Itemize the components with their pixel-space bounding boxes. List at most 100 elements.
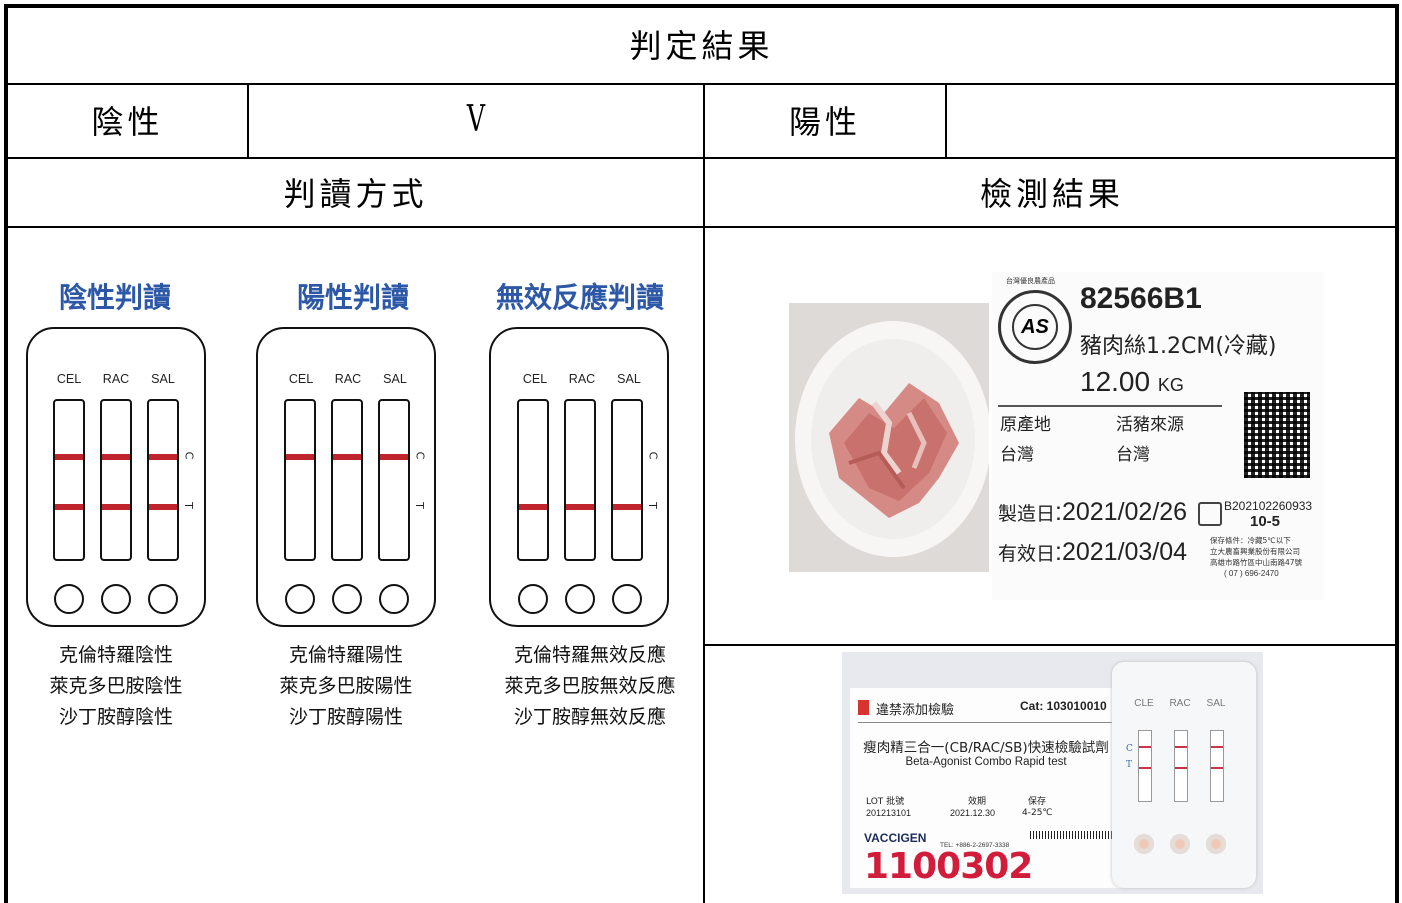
row-divider <box>4 83 1399 85</box>
sample-well <box>332 584 362 614</box>
guide-positive-cassette: CEL RAC SAL C T <box>256 327 436 627</box>
guide-positive-title: 陽性判讀 <box>296 281 409 314</box>
kit-tag-marker <box>858 700 869 715</box>
sample-well <box>1170 834 1190 854</box>
label-divider <box>998 405 1222 407</box>
product-code: 82566B1 <box>1080 282 1202 315</box>
storage-note: 保存條件：冷藏5℃以下 <box>1210 536 1291 545</box>
guide-invalid-cassette: CEL RAC SAL C T <box>489 327 669 627</box>
col-divider <box>247 83 249 159</box>
test-band <box>55 504 83 510</box>
test-band <box>1211 767 1223 769</box>
row-divider <box>4 157 1399 159</box>
kit-tel: TEL: +886-2-2697-3338 <box>940 842 1010 849</box>
test-band <box>566 504 594 510</box>
test-strip <box>517 399 549 561</box>
test-band <box>1139 767 1151 769</box>
kit-name-zh: 瘦肉精三合一(CB/RAC/SB)快速檢驗試劑 <box>863 740 1109 756</box>
test-strip <box>147 399 179 561</box>
company-phone: ( 07 ) 696-2470 <box>1224 569 1279 578</box>
c-mark: C <box>646 451 660 460</box>
positive-label: 陽性 <box>788 103 861 141</box>
control-band <box>286 454 314 460</box>
test-band <box>519 504 547 510</box>
c-mark: C <box>182 451 196 460</box>
negative-mark: V <box>466 99 486 140</box>
sample-well <box>379 584 409 614</box>
pig-source-label: 活豬來源 <box>1116 415 1184 435</box>
origin-label: 原產地 <box>1000 415 1051 435</box>
test-band <box>149 504 177 510</box>
origin-value: 台灣 <box>1000 445 1034 465</box>
qr-code-icon <box>1244 392 1310 478</box>
table-title: 判定結果 <box>629 27 774 65</box>
sample-well <box>518 584 548 614</box>
sample-well <box>612 584 642 614</box>
negative-label: 陰性 <box>91 103 164 141</box>
control-band <box>149 454 177 460</box>
control-band <box>333 454 361 460</box>
sample-well <box>1206 834 1226 854</box>
strip-label: CEL <box>522 372 548 386</box>
product-label: AS 82566B1 豬肉絲1.2CM(冷藏) 12.00 KG 原產地 台灣 … <box>992 272 1324 600</box>
guide-negative-title: 陰性判讀 <box>58 281 171 314</box>
test-strip <box>331 399 363 561</box>
test-strip <box>564 399 596 561</box>
test-strip <box>378 399 410 561</box>
col-divider <box>945 83 947 159</box>
meat-plate-image <box>789 303 989 572</box>
strip-label: CEL <box>288 372 314 386</box>
test-band <box>1175 767 1187 769</box>
cert-seal-inner: AS <box>1012 304 1058 350</box>
pig-source-value: 台灣 <box>1116 445 1150 465</box>
kit-divider <box>858 722 1114 723</box>
t-mark: T <box>181 502 195 509</box>
test-strip <box>284 399 316 561</box>
method-header: 判讀方式 <box>283 175 428 213</box>
kit-package: 違禁添加檢驗 Cat: 103010010 瘦肉精三合一(CB/RAC/SB)快… <box>850 688 1122 888</box>
t-mark: T <box>1126 760 1133 770</box>
control-band <box>380 454 408 460</box>
test-strip <box>100 399 132 561</box>
kit-tag: 違禁添加檢驗 <box>876 703 955 718</box>
strip-label: SAL <box>383 372 407 386</box>
strip-label: CEL <box>56 372 82 386</box>
row-divider <box>4 226 1399 228</box>
kit-strip <box>1138 730 1152 802</box>
sample-well <box>101 584 131 614</box>
results-header: 檢測結果 <box>979 175 1124 213</box>
kit-storage-label: 保存 <box>1028 797 1047 807</box>
test-kit-photo: 違禁添加檢驗 Cat: 103010010 瘦肉精三合一(CB/RAC/SB)快… <box>842 652 1263 894</box>
product-name: 豬肉絲1.2CM(冷藏) <box>1080 334 1277 359</box>
strip-label: SAL <box>151 372 175 386</box>
control-band <box>1211 746 1223 748</box>
c-mark: C <box>413 451 427 460</box>
test-strip <box>53 399 85 561</box>
kit-name-en: Beta-Agonist Combo Rapid test <box>905 756 1067 768</box>
kit-lot-value: 201213101 <box>866 808 912 818</box>
kit-strip <box>1174 730 1188 802</box>
kit-brand: VACCIGEN <box>864 831 927 845</box>
guide-invalid-title: 無效反應判讀 <box>495 281 664 314</box>
box-icon <box>1198 502 1222 526</box>
sample-well <box>148 584 178 614</box>
sample-well <box>565 584 595 614</box>
strip-label: RAC <box>1169 698 1191 709</box>
strip-label: SAL <box>617 372 641 386</box>
control-band <box>1175 746 1187 748</box>
test-band <box>102 504 130 510</box>
photo-divider <box>704 644 1399 646</box>
test-strip <box>611 399 643 561</box>
cert-text: 台灣優良農產品 <box>1006 277 1055 285</box>
control-band <box>55 454 83 460</box>
sample-well <box>54 584 84 614</box>
exp-date-line: 有效日:2021/03/04 <box>998 538 1188 566</box>
guide-positive-captions: 克倫特羅陽性 萊克多巴胺陽性 沙丁胺醇陽性 <box>279 644 413 728</box>
strip-label: CLE <box>1134 698 1154 709</box>
guide-negative-cassette: CEL RAC SAL C T <box>26 327 206 627</box>
c-mark: C <box>1126 744 1133 754</box>
cert-seal: AS <box>998 290 1072 364</box>
batch-number: B202102260933 <box>1224 499 1313 513</box>
company-address: 高雄市路竹區中山南路47號 <box>1210 558 1303 567</box>
strip-label: SAL <box>1206 698 1226 709</box>
